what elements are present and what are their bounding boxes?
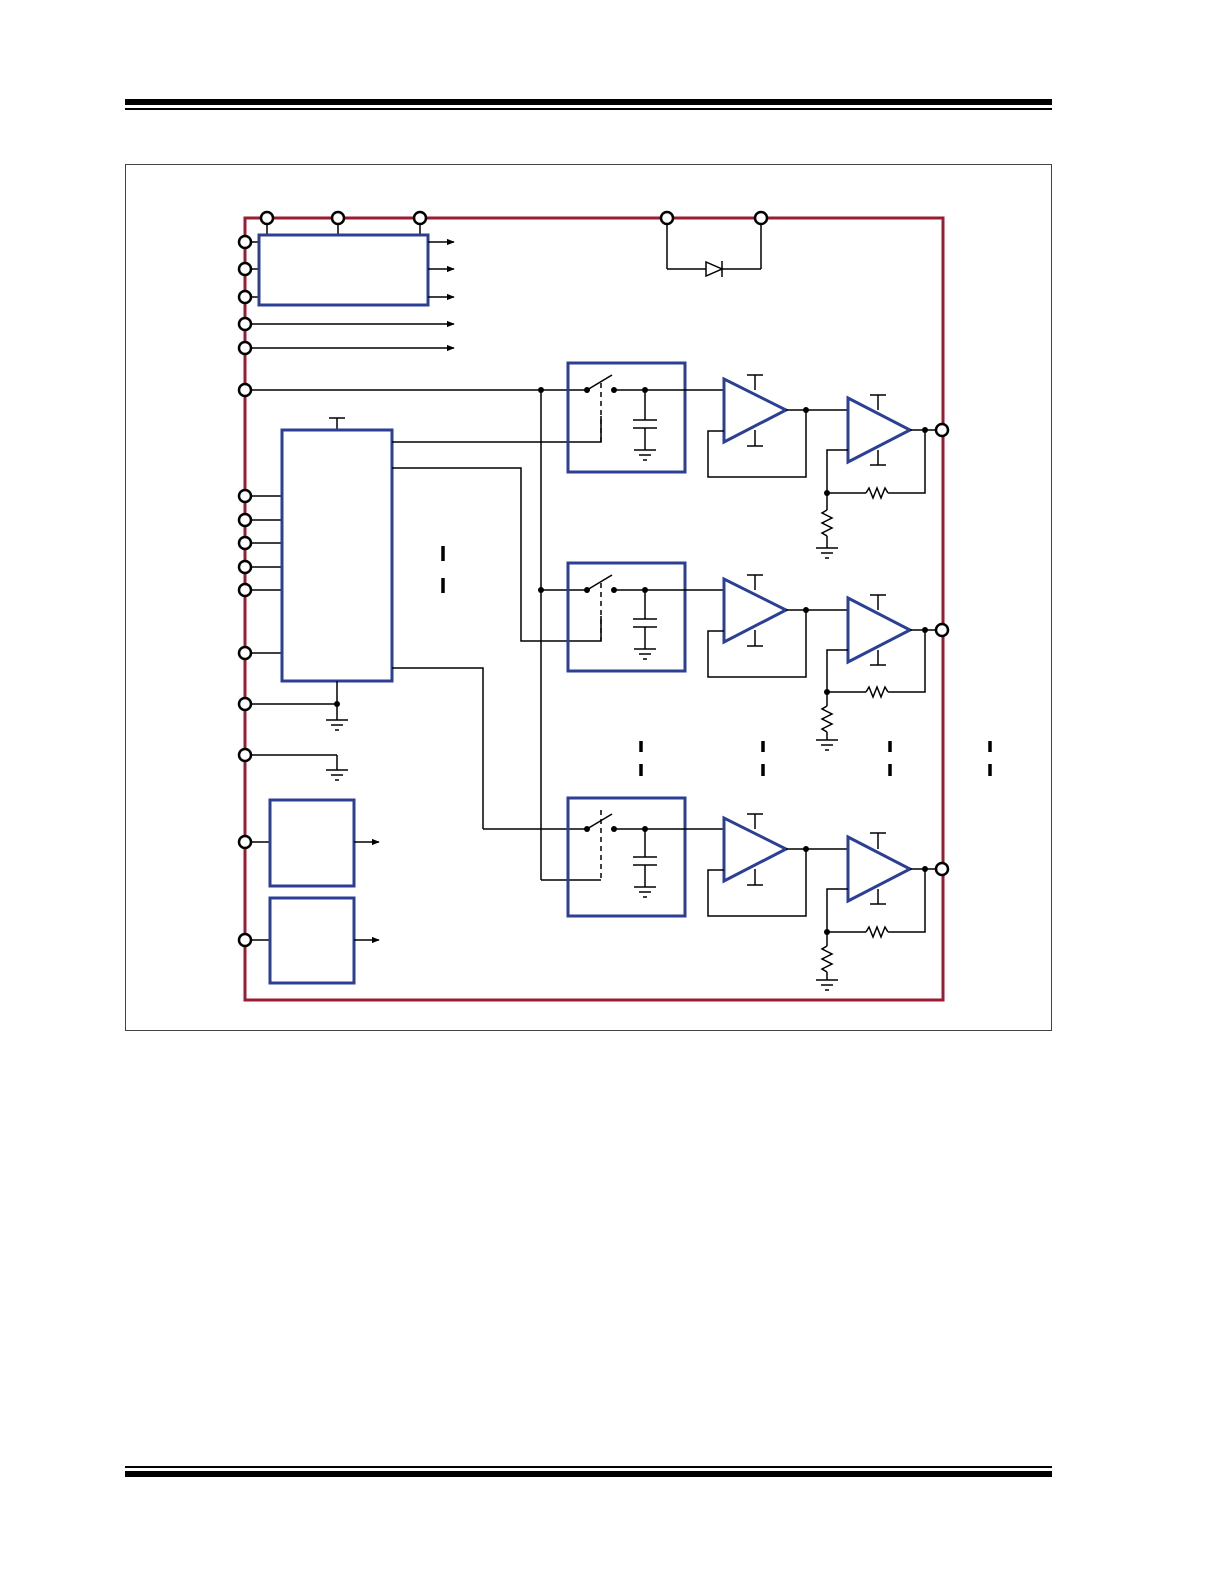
switch-icon <box>584 810 617 880</box>
pin-icon <box>237 340 253 356</box>
pin-icon <box>237 747 253 763</box>
aux-block-1 <box>245 798 380 888</box>
pin-icon <box>934 861 950 877</box>
footer-rule-thick <box>125 1471 1052 1477</box>
continuation-marks <box>441 546 992 776</box>
pin-icon <box>259 210 275 226</box>
pin-icon <box>237 234 253 250</box>
ground-icon <box>816 979 838 991</box>
capacitor-icon <box>633 829 657 898</box>
aux-block-2 <box>245 896 380 985</box>
pin-icon <box>237 559 253 575</box>
channel-3 <box>566 796 942 991</box>
input-bus <box>245 387 601 881</box>
pin-icon <box>237 488 253 504</box>
channel-1 <box>566 361 942 559</box>
pin-icon <box>659 210 675 226</box>
pin-icon <box>237 512 253 528</box>
control-logic-block <box>245 416 602 829</box>
sample-hold-block <box>566 796 687 918</box>
pin-icon <box>934 622 950 638</box>
pin-icon <box>330 210 346 226</box>
resistor-icon <box>865 684 889 700</box>
ground-icon <box>816 739 838 751</box>
ground-icon <box>326 769 348 781</box>
op-amp-icon <box>846 594 914 666</box>
pin-icon <box>237 582 253 598</box>
channel-2 <box>566 561 942 751</box>
op-amp-icon <box>722 813 790 886</box>
pin-icon <box>237 645 253 661</box>
resistor-icon <box>865 485 889 501</box>
sample-hold-block <box>566 361 687 474</box>
package-pins <box>237 210 950 948</box>
resistor-icon <box>820 705 834 733</box>
resistor-icon <box>820 509 834 537</box>
footer-rule-thin <box>125 1466 1052 1468</box>
diode-icon <box>666 218 762 278</box>
header-rule-thick <box>125 99 1052 105</box>
pin-icon <box>237 382 253 398</box>
ground-icon <box>816 547 838 559</box>
resistor-icon <box>865 924 889 940</box>
switch-icon <box>584 374 617 442</box>
pin-icon <box>237 261 253 277</box>
switch-icon <box>584 574 617 641</box>
op-amp-icon <box>846 394 914 466</box>
pin-icon <box>237 289 253 305</box>
ground-icon <box>326 719 348 731</box>
capacitor-icon <box>633 590 657 660</box>
pin-icon <box>237 316 253 332</box>
pin-icon <box>753 210 769 226</box>
sample-hold-block <box>566 561 687 673</box>
capacitor-icon <box>633 390 657 461</box>
top-logic-block <box>245 218 455 307</box>
pin-icon <box>934 422 950 438</box>
resistor-icon <box>820 945 834 973</box>
pin-icon <box>237 535 253 551</box>
pin-icon <box>237 834 253 850</box>
figure-frame <box>125 164 1052 1031</box>
device-outline <box>243 216 945 1002</box>
pin-icon <box>237 696 253 712</box>
pin-icon <box>237 932 253 948</box>
op-amp-icon <box>722 574 790 647</box>
op-amp-icon <box>846 832 914 905</box>
header-rule-thin <box>125 108 1052 110</box>
op-amp-icon <box>722 374 790 447</box>
pin-icon <box>412 210 428 226</box>
